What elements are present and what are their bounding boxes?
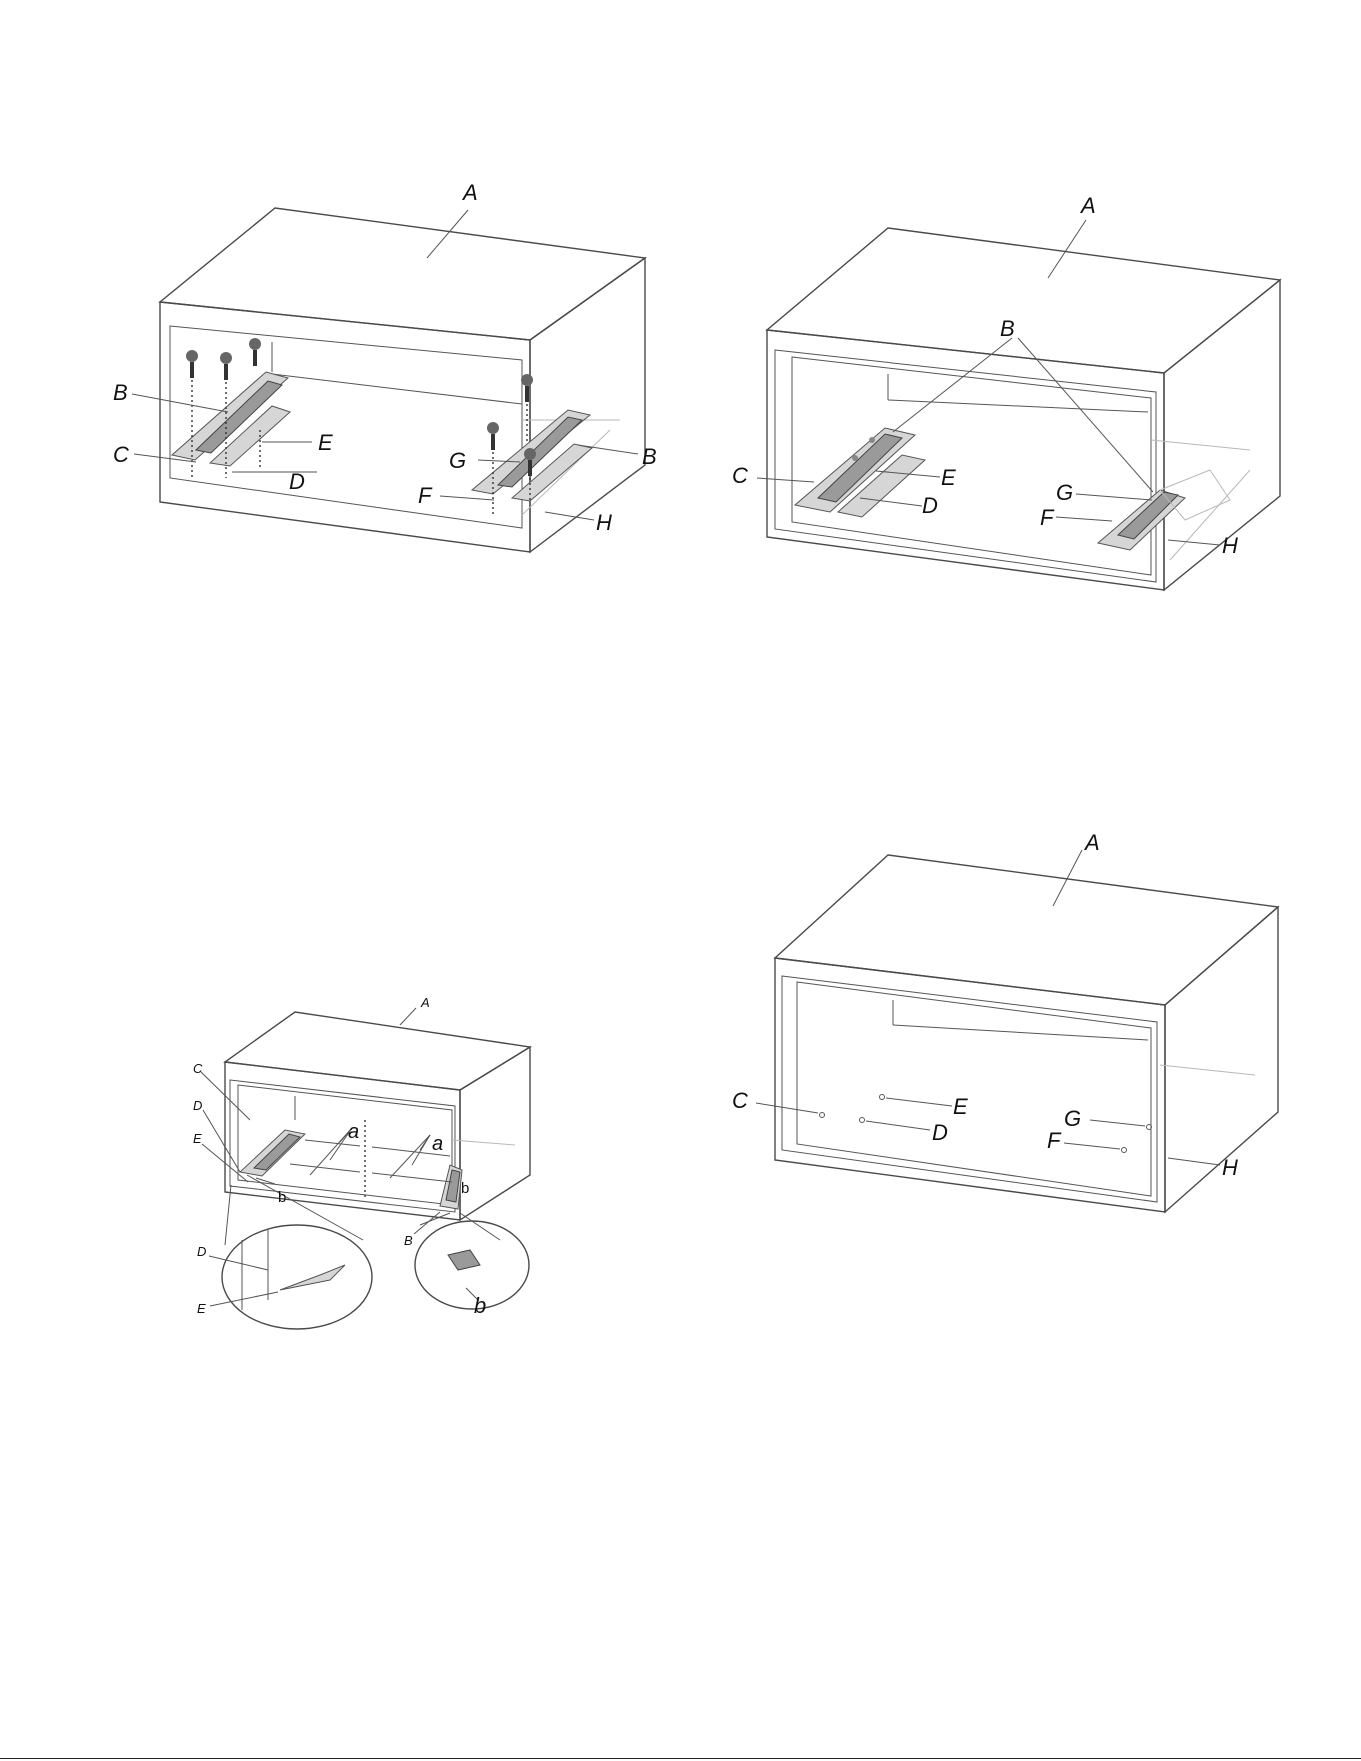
figure-1-label-b: B [113, 380, 128, 405]
figure-1-label-c: C [113, 442, 129, 467]
screw-icon [220, 352, 232, 380]
figure-4-holes [820, 1095, 1152, 1153]
figure-3-detail-left [222, 1175, 372, 1329]
figure-1-label-d: D [289, 469, 305, 494]
figure-1-label-b-right: B [642, 444, 657, 469]
figure-3-label-a-lower-1: a [348, 1121, 359, 1143]
screw-icon [521, 374, 533, 402]
figure-3-alignment: A C D E D E B a a b b b [193, 995, 530, 1329]
figure-2-cabinet [767, 228, 1280, 590]
figure-4-label-g: G [1064, 1106, 1081, 1131]
figure-4-label-f: F [1047, 1128, 1062, 1153]
figure-2-label-h: H [1222, 533, 1238, 558]
figure-3-label-e-detail: E [197, 1301, 206, 1316]
figure-2-label-b: B [1000, 316, 1015, 341]
figure-3-measurement-arrows [290, 1120, 452, 1200]
figure-4-mounting-holes: A C D E F G H [732, 830, 1278, 1212]
figure-4-label-h: H [1222, 1155, 1238, 1180]
screw-icon [249, 338, 261, 366]
screw-icon [186, 350, 198, 378]
figure-3-label-e: E [193, 1131, 202, 1146]
figure-2-label-e: E [941, 465, 956, 490]
figure-4-label-e: E [953, 1094, 968, 1119]
page-footer-rule [0, 1758, 1361, 1759]
figure-2-rails-installed: A B C D E F G H [732, 193, 1280, 590]
figure-2-label-g: G [1056, 480, 1073, 505]
figure-3-label-a: A [420, 995, 430, 1010]
figure-2-label-a: A [1079, 193, 1096, 218]
figure-3-label-b: B [404, 1233, 413, 1248]
figure-2-label-c: C [732, 463, 748, 488]
figure-3-rail-left [240, 1130, 305, 1176]
figure-4-label-a: A [1083, 830, 1100, 855]
figure-2-label-f: F [1040, 505, 1055, 530]
figure-3-label-a-lower-2: a [432, 1133, 443, 1155]
figure-3-label-b-lower-1: b [278, 1189, 286, 1206]
figure-1-rail-left [172, 372, 290, 466]
figure-3-label-b-lower-2: b [461, 1180, 469, 1197]
figure-1-label-h: H [596, 510, 612, 535]
figure-1-label-e: E [318, 430, 333, 455]
figure-4-label-c: C [732, 1088, 748, 1113]
figure-1-label-a: A [461, 180, 478, 205]
figure-1-cabinet [160, 208, 645, 552]
figure-2-label-d: D [922, 493, 938, 518]
screw-icon [487, 422, 499, 450]
figure-3-rail-right [440, 1165, 462, 1209]
figure-1-label-g: G [449, 448, 466, 473]
figure-1-screw-rails: A B C D E F G H B [113, 180, 657, 552]
figure-3-label-d: D [193, 1098, 202, 1113]
figure-3-label-c: C [193, 1061, 203, 1076]
figure-4-cabinet [775, 855, 1278, 1212]
figure-3-label-b-lower-detail: b [474, 1293, 486, 1318]
figure-3-label-d-detail: D [197, 1244, 206, 1259]
figure-1-label-f: F [418, 483, 433, 508]
figure-4-label-d: D [932, 1120, 948, 1145]
